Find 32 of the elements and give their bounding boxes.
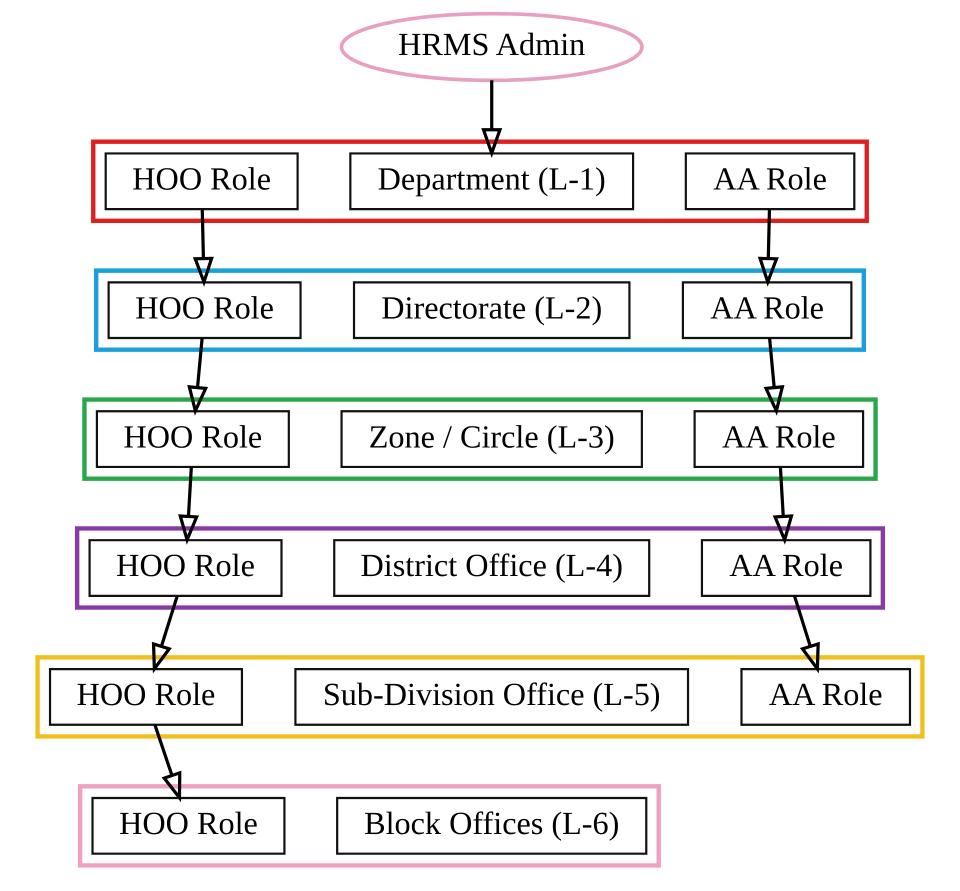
- node-box: Department (L-1): [349, 152, 634, 210]
- cluster: [94, 268, 866, 352]
- cluster: [82, 397, 878, 481]
- node-box: AA Role: [682, 281, 852, 340]
- arrow: [178, 467, 199, 545]
- node-box: AA Role: [740, 668, 912, 726]
- arrow: [481, 80, 502, 158]
- node-box: AA Role: [700, 539, 872, 597]
- node-box: AA Role: [694, 410, 864, 468]
- node-box: HOO Role: [88, 539, 283, 597]
- node-box: AA Role: [684, 152, 856, 210]
- arrow: [153, 724, 182, 802]
- node-box: HOO Role: [96, 410, 290, 468]
- arrow: [772, 467, 794, 545]
- node-box: Zone / Circle (L-3): [340, 410, 643, 468]
- node-ellipse: HRMS Admin: [340, 12, 644, 82]
- node-box: HOO Role: [108, 281, 302, 340]
- node-box: Sub-Division Office (L-5): [294, 668, 690, 726]
- node-box: HOO Role: [48, 668, 244, 726]
- node-box: Block Offices (L-6): [336, 796, 648, 855]
- cluster: [78, 784, 661, 868]
- cluster: [35, 655, 925, 739]
- arrow: [192, 209, 214, 287]
- node-box: District Office (L-4): [333, 539, 650, 597]
- cluster: [91, 140, 869, 223]
- arrow: [152, 596, 179, 674]
- arrow: [793, 596, 820, 674]
- node-box: HOO Role: [91, 796, 286, 855]
- node-box: Directorate (L-2): [352, 281, 631, 340]
- arrow: [758, 209, 779, 287]
- node-box: HOO Role: [104, 152, 299, 210]
- cluster: [74, 526, 886, 610]
